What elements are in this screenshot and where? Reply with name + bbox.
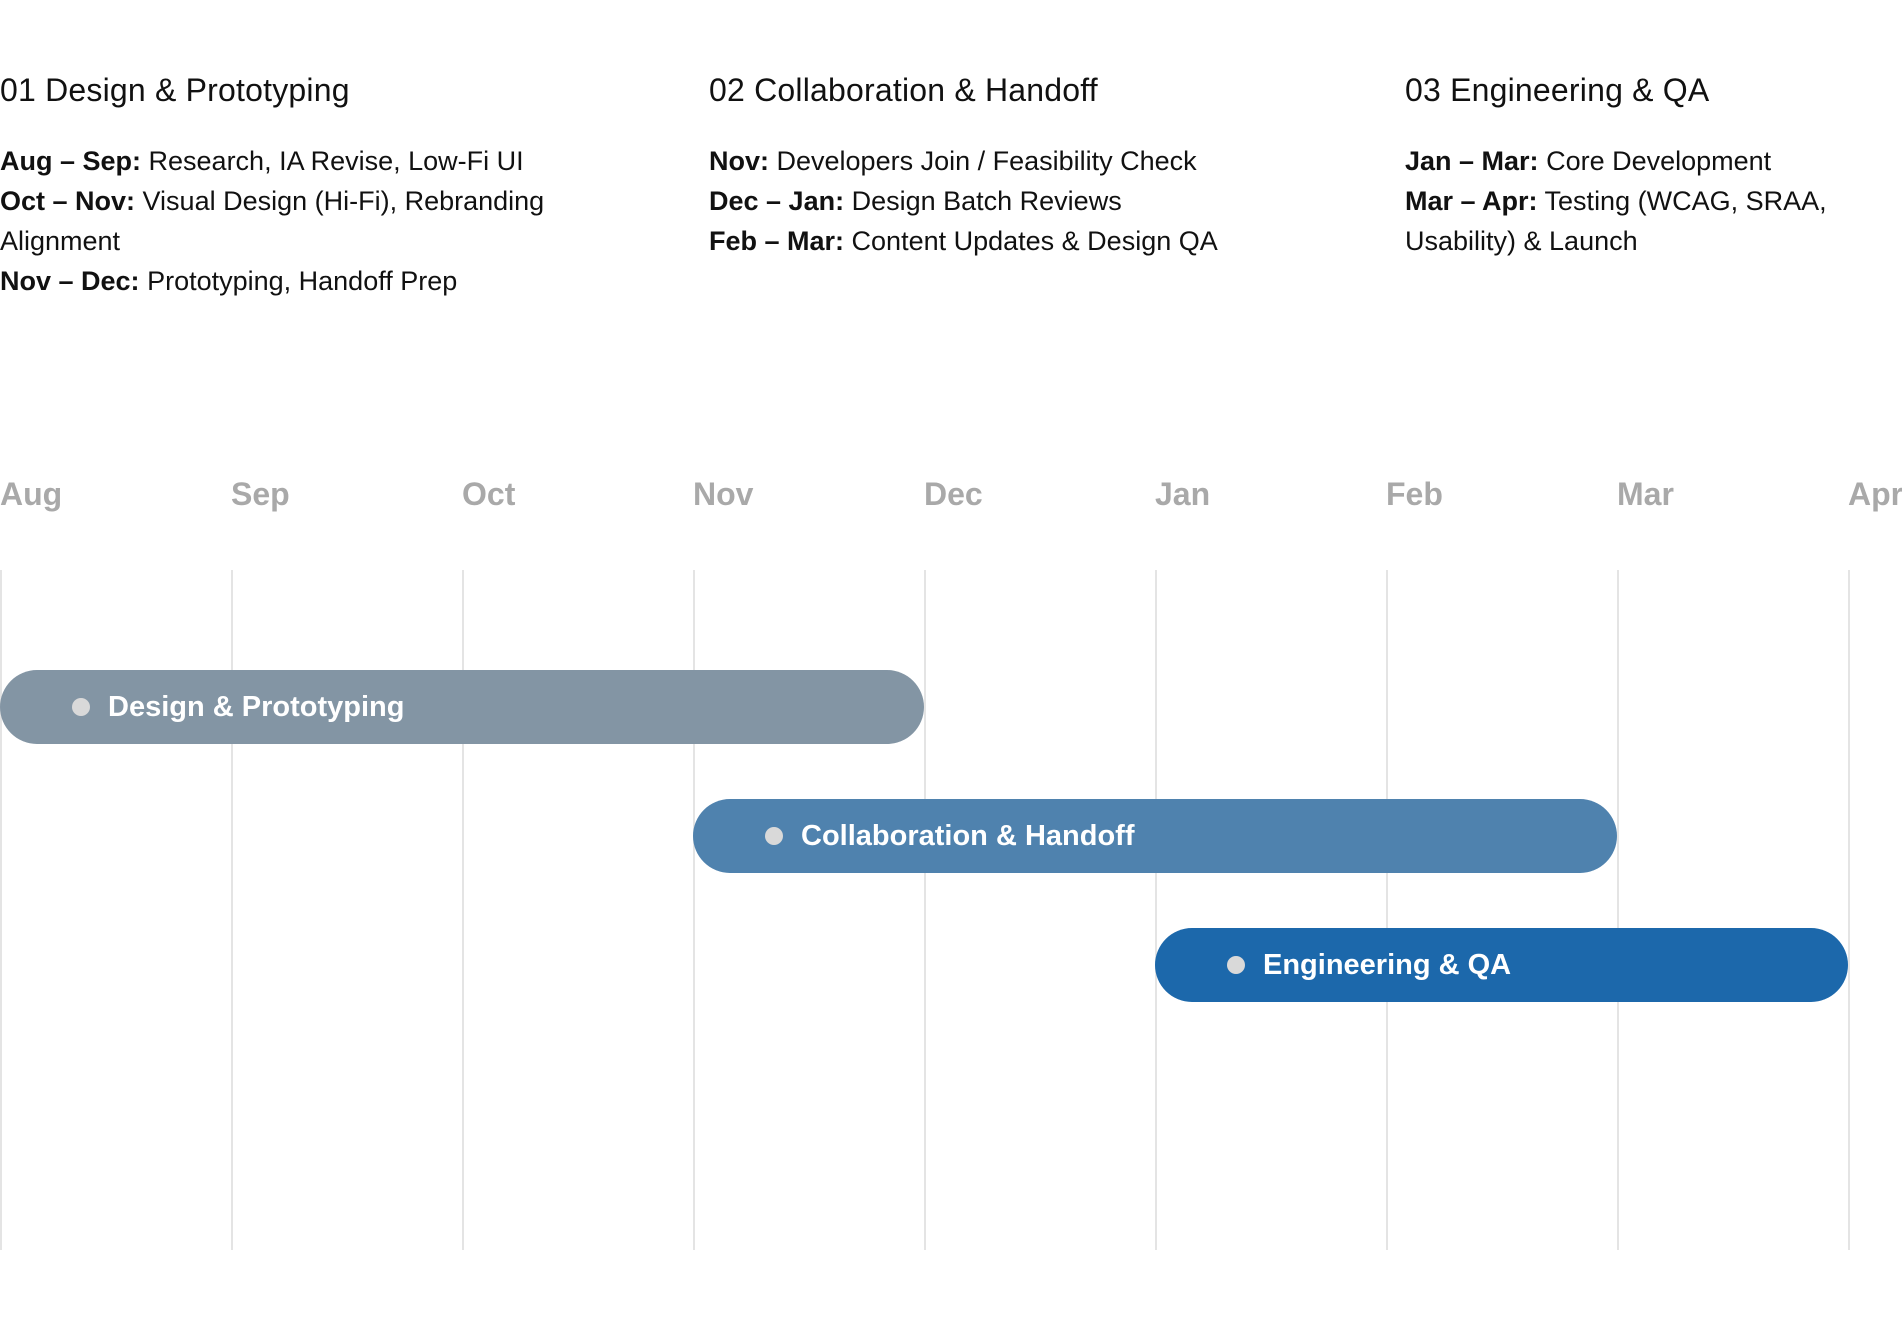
phase-item: Jan – Mar: Core Development <box>1405 141 1875 181</box>
phase-item-period: Nov: <box>709 146 769 176</box>
phase-item: Mar – Apr: Testing (WCAG, SRAA, Usabilit… <box>1405 181 1875 261</box>
phase-item-period: Dec – Jan: <box>709 186 845 216</box>
bar-label: Design & Prototyping <box>108 690 405 723</box>
month-label: Apr <box>1848 476 1902 512</box>
phase-item: Aug – Sep: Research, IA Revise, Low-Fi U… <box>0 141 640 181</box>
month-label: Oct <box>462 476 516 512</box>
phase-item-text: Content Updates & Design QA <box>844 226 1218 256</box>
month-label: Mar <box>1617 476 1674 512</box>
phase-descriptions: 01 Design & Prototyping Aug – Sep: Resea… <box>0 72 1902 332</box>
phase-item-period: Nov – Dec: <box>0 266 140 296</box>
timeline-bar[interactable]: Engineering & QA <box>1155 928 1848 1002</box>
month-gridline <box>462 570 464 1250</box>
phase-item: Dec – Jan: Design Batch Reviews <box>709 181 1349 221</box>
month-label: Sep <box>231 476 290 512</box>
phase-item-period: Feb – Mar: <box>709 226 845 256</box>
phase-item-period: Jan – Mar: <box>1405 146 1539 176</box>
phase-item: Nov: Developers Join / Feasibility Check <box>709 141 1349 181</box>
bar-label: Collaboration & Handoff <box>801 819 1135 852</box>
month-gridline <box>0 570 2 1250</box>
phase-item: Feb – Mar: Content Updates & Design QA <box>709 221 1349 261</box>
phase-item-period: Aug – Sep: <box>0 146 142 176</box>
month-label: Aug <box>0 476 63 512</box>
phase-item-text: Core Development <box>1538 146 1772 176</box>
phase-item-text: Testing (WCAG, SRAA, Usability) & Launch <box>1405 186 1827 256</box>
phase-item-period: Mar – Apr: <box>1405 186 1538 216</box>
phase-column-collaboration: 02 Collaboration & Handoff Nov: Develope… <box>709 72 1349 261</box>
bar-label: Engineering & QA <box>1263 948 1512 981</box>
phase-item-text: Visual Design (Hi-Fi), Rebranding Alignm… <box>0 186 545 256</box>
phase-column-design: 01 Design & Prototyping Aug – Sep: Resea… <box>0 72 640 301</box>
phase-item: Nov – Dec: Prototyping, Handoff Prep <box>0 261 640 301</box>
phase-item-text: Research, IA Revise, Low-Fi UI <box>141 146 524 176</box>
month-gridline <box>1155 570 1157 1250</box>
month-gridline <box>1848 570 1850 1250</box>
month-gridline <box>231 570 233 1250</box>
timeline-bar[interactable]: Collaboration & Handoff <box>693 799 1617 873</box>
phase-title: 02 Collaboration & Handoff <box>709 72 1098 108</box>
month-gridline <box>693 570 695 1250</box>
bar-dot-icon <box>72 698 90 716</box>
month-gridline <box>924 570 926 1250</box>
month-label: Jan <box>1155 476 1211 512</box>
month-axis: Aug Sep Oct Nov Dec Jan Feb Mar Apr <box>0 476 1902 520</box>
phase-title: 03 Engineering & QA <box>1405 72 1710 108</box>
phase-item: Oct – Nov: Visual Design (Hi-Fi), Rebran… <box>0 181 600 261</box>
month-label: Nov <box>693 476 754 512</box>
phase-column-engineering: 03 Engineering & QA Jan – Mar: Core Deve… <box>1405 72 1875 261</box>
phase-item-text: Design Batch Reviews <box>844 186 1122 216</box>
phase-item-text: Prototyping, Handoff Prep <box>139 266 458 296</box>
timeline-bar[interactable]: Design & Prototyping <box>0 670 924 744</box>
bar-dot-icon <box>1227 956 1245 974</box>
phase-item-period: Oct – Nov: <box>0 186 136 216</box>
month-label: Feb <box>1386 476 1443 512</box>
phase-item-text: Developers Join / Feasibility Check <box>769 146 1197 176</box>
phase-title: 01 Design & Prototyping <box>0 72 350 108</box>
month-gridline <box>1386 570 1388 1250</box>
bar-dot-icon <box>765 827 783 845</box>
month-label: Dec <box>924 476 983 512</box>
month-gridline <box>1617 570 1619 1250</box>
